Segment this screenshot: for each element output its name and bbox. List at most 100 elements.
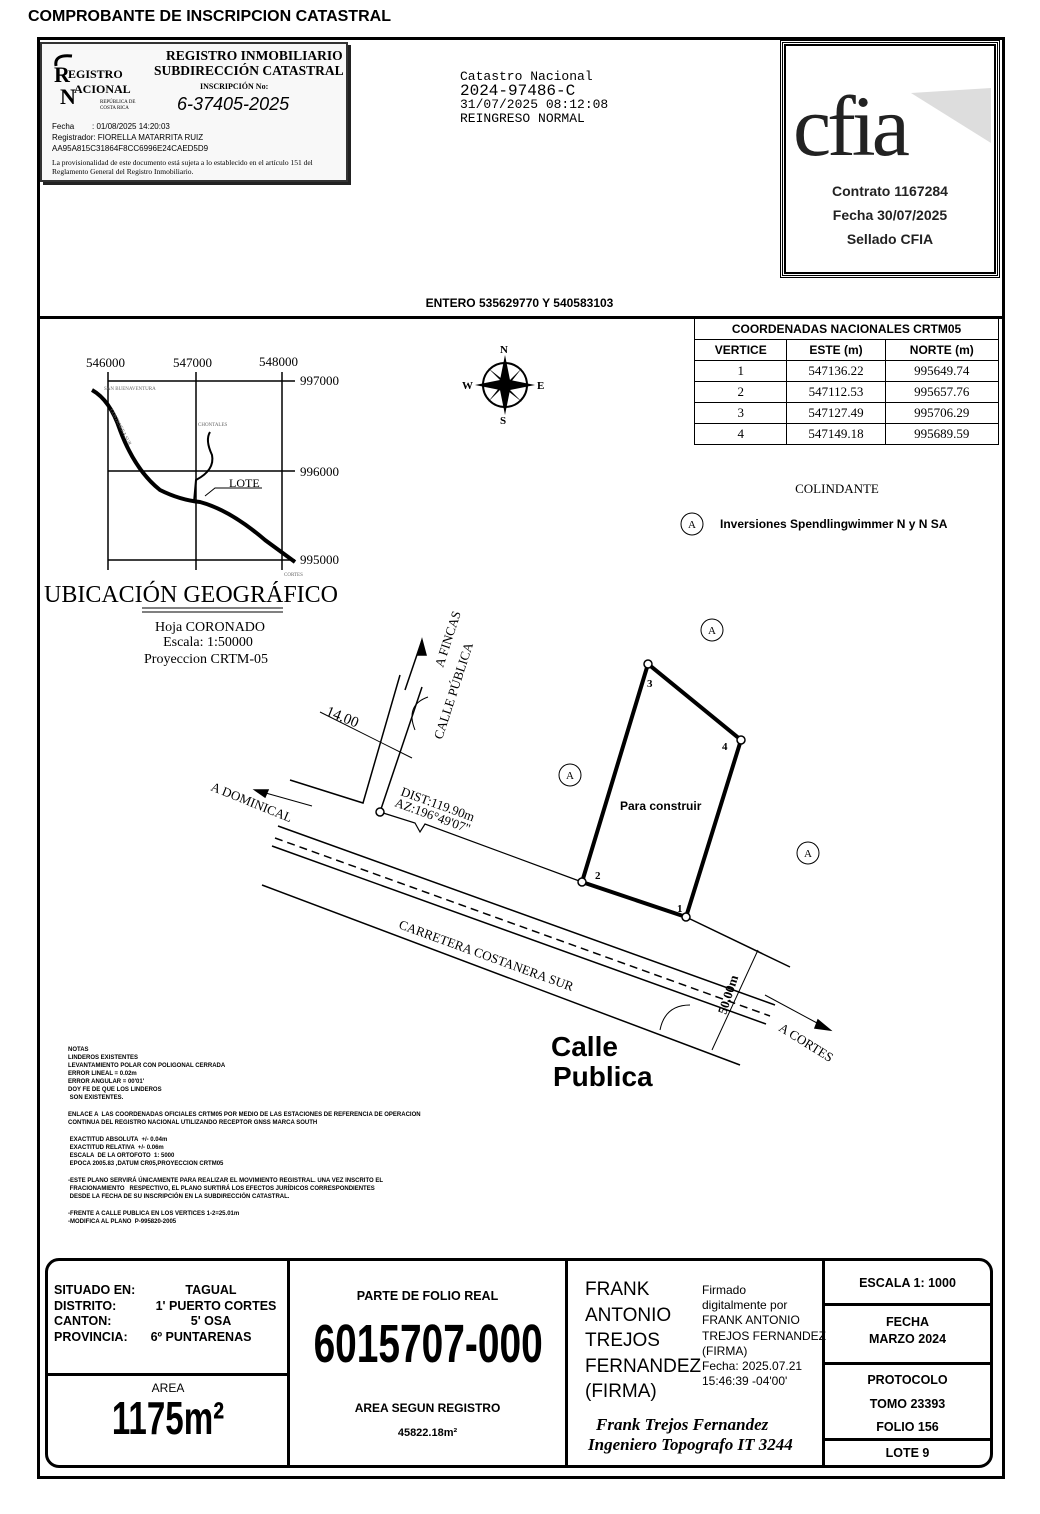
fecha-value: MARZO 2024 [868,1332,947,1346]
registry-dept: SUBDIRECCIÓN CATASTRAL [154,63,344,78]
folio-label: PARTE DE FOLIO REAL [356,1289,499,1303]
vertex-3: 3 [647,678,653,690]
side-street [252,618,833,1066]
col-este: ESTE (m) [786,339,886,361]
inscripcion-label: INSCRIPCIÓN No: [200,82,269,91]
vertex-1: 1 [677,903,683,915]
signature-title: Ingeniero Topografo IT 3244 [588,1435,793,1454]
folio-value: FOLIO 156 [876,1420,939,1434]
map-x-tick: 546000 [86,355,125,370]
lote-value: LOTE 9 [885,1446,930,1460]
note-line: -FRENTE A CALLE PUBLICA EN LOS VERTICES … [68,1211,240,1217]
provincia-label: PROVINCIA: [54,1329,128,1344]
map-lote-label: LOTE [229,476,260,490]
compass-n: N [500,344,508,356]
cell: 995689.59 [884,423,1000,445]
note-line: ESCALA DE LA ORTOFOTO 1: 5000 [68,1153,175,1159]
map-y-tick: 995000 [300,552,339,567]
area-value: 1175m² [111,1392,225,1444]
col-vertice: VERTICE [693,339,788,361]
provincia-value: 6º PUNTARENAS [150,1329,252,1344]
svg-text:REPÚBLICA DE: REPÚBLICA DE [100,99,135,105]
cell: 3 [693,402,788,424]
colindante-label: COLINDANTE [795,481,879,496]
stamp-hash: AA95A815C31864F8CC6996E24CAED5D9 [52,144,209,153]
neighbor-a: A [566,770,574,782]
plan-frame [37,37,1005,1479]
sig-line: FRANK ANTONIO [702,1313,800,1328]
signer-line: FRANK [585,1279,650,1300]
distrito-value: 1' PUERTO CORTES [155,1298,277,1313]
cell: 547112.53 [786,381,886,403]
catastro-datetime: 31/07/2025 08:12:08 [460,97,609,112]
plan-drawing: N S E W 546000 547000 548000 997000 9960… [44,344,948,1092]
catastro-status: REINGRESO NORMAL [460,111,585,126]
note-line [68,1102,421,1111]
note-line: DOY FE DE QUE LOS LINDEROS [68,1087,162,1093]
stamp-fecha: Fecha : 01/08/2025 14:20:03 [52,122,170,131]
note-line: LINDEROS EXISTENTES [68,1055,139,1061]
tomo-value: TOMO 23393 [869,1397,946,1411]
digital-signature-info: Firmado digitalmente por FRANK ANTONIO T… [702,1283,826,1389]
situado-value: TAGUAL [185,1283,237,1297]
map-escala: Escala: 1:50000 [163,635,253,650]
catastro-label: Catastro Nacional [460,69,593,84]
map-hoja: Hoja CORONADO [155,620,265,635]
cell: 995706.29 [884,402,1000,424]
cell: 547149.18 [786,423,886,445]
area-registro-value: 45822.18m² [397,1427,458,1439]
compass-rose-icon: N S E W [462,344,544,427]
map-y-tick: 997000 [300,373,339,388]
note-line: -ESTE PLANO SERVIRÁ ÚNICAMENTE PARA REAL… [68,1178,384,1184]
vertex-4: 4 [722,741,728,753]
note-line: SON EXISTENTES. [68,1095,124,1101]
compass-w: W [462,380,473,392]
neighbor-a: A [708,625,716,637]
calle-label: Calle [551,1031,618,1062]
colindante-key: A [688,519,696,531]
map-x-tick: 548000 [259,354,298,369]
cfia-logo: cfia [791,78,991,174]
sig-line: TREJOS FERNANDEZ [702,1328,827,1343]
notes-block: NOTAS LINDEROS EXISTENTES LEVANTAMIENTO PO… [68,1046,421,1226]
signer-line: ANTONIO [585,1304,672,1326]
note-line: NOTAS [68,1047,89,1053]
note-line: DESDE LA FECHA DE SU INSCRIPCIÓN EN LA S… [68,1194,290,1200]
svg-text:ACIONAL: ACIONAL [74,82,131,96]
note-line [68,1168,421,1177]
note-line: EXACTITUD RELATIVA +/- 0.06m [68,1145,164,1151]
lot-label: Para construir [620,799,702,813]
sig-line: Firmado [702,1283,747,1297]
svg-text:EGISTRO: EGISTRO [68,67,123,81]
note-line: LEVANTAMIENTO POLAR CON POLIGONAL CERRAD… [68,1063,226,1069]
escala-value: ESCALA 1: 1000 [859,1276,956,1290]
compass-e: E [537,380,544,392]
vertex-labels: 1 2 3 4 [595,678,728,915]
note-line: CONTINUA DEL REGISTRO NACIONAL UTILIZAND… [68,1120,318,1126]
a-dominical-label: A DOMINICAL [209,779,295,825]
sig-line: Fecha: 2025.07.21 [702,1359,803,1374]
stamp-note: La provisionalidad de este documento est… [52,158,313,176]
inscripcion-number: 6-37405-2025 [177,94,290,114]
note-line: EXACTITUD ABSOLUTA +/- 0.04m [68,1137,168,1143]
area-label: AREA [151,1381,185,1395]
note-line: EPOCA 2005.83 ,DATUM CR05,PROYECCION CRT… [68,1161,224,1167]
distrito-label: DISTRITO: [54,1298,117,1313]
signature-name: Frank Trejos Fernandez [596,1415,769,1434]
location-map [90,372,297,570]
vertex-2: 2 [595,870,601,882]
canton-label: CANTON: [54,1314,112,1328]
coordinates-table: COORDENADAS NACIONALES CRTM05 VERTICE ES… [693,318,1000,445]
sig-line: 15:46:39 -04'00' [702,1374,788,1389]
catastro-number: 2024-97486-C [460,82,576,100]
colindante-name: Inversiones Spendlingwimmer N y N SA [720,517,948,531]
neighbor-a: A [804,848,812,860]
map-label: CORTES [284,573,303,578]
